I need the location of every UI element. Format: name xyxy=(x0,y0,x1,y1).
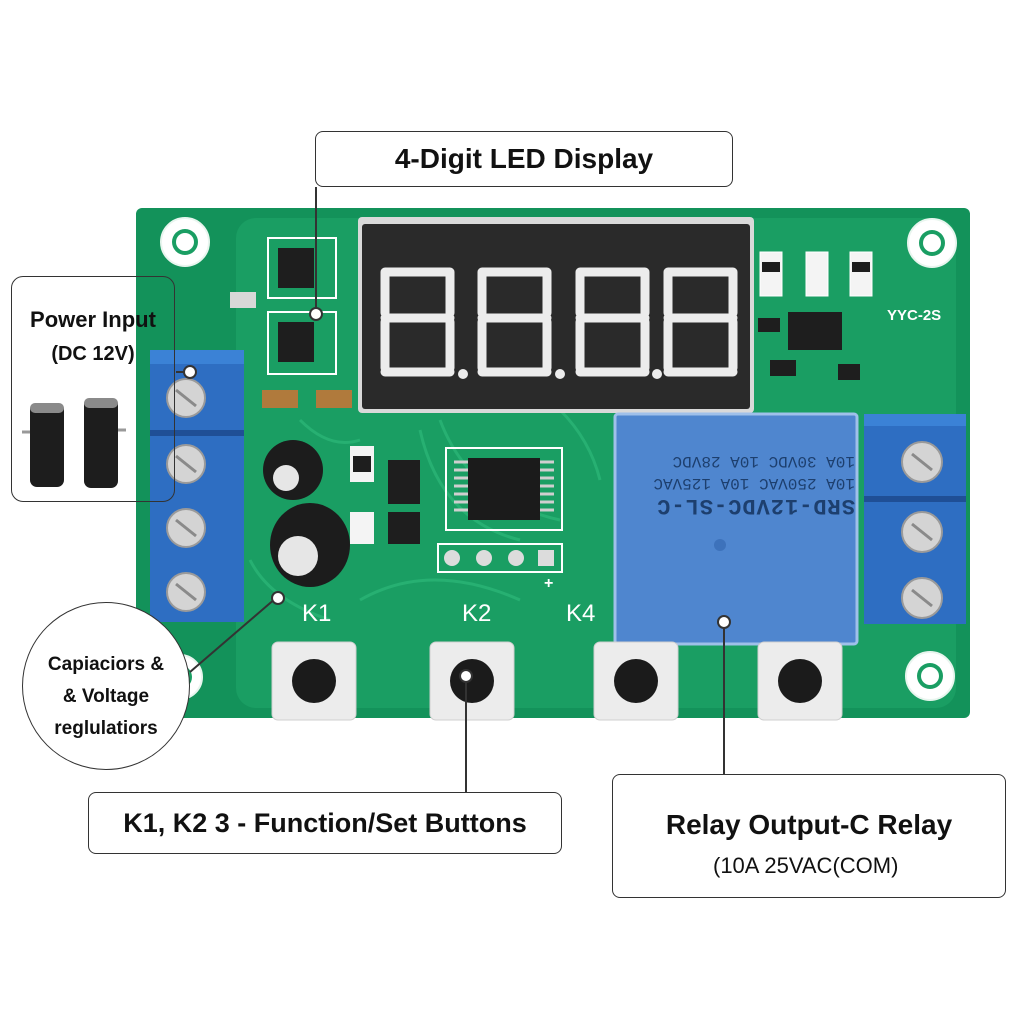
relay-model: SRD-12VDC-SL-C xyxy=(656,493,855,518)
callout-caps-line1: Capiaciors & xyxy=(47,654,165,675)
push-button-k2[interactable] xyxy=(429,641,515,721)
relay-rating-2: 10A 30VDC 10A 28VDC xyxy=(672,452,855,470)
callout-relay-line2: (10A 25VAC(COM) xyxy=(713,853,899,878)
capacitor-photo-2 xyxy=(84,398,126,488)
button-label-k4: K4 xyxy=(566,600,596,627)
callout-buttons: K1, K2 3 - Function/Set Buttons xyxy=(88,792,562,854)
header-pins xyxy=(437,543,563,573)
leader-endpoints xyxy=(183,307,731,683)
callout-power-input: Power Input (DC 12V) xyxy=(11,276,175,502)
led-display xyxy=(362,224,750,409)
relay-rating-1: 10A 250VAC 10A 125VAC xyxy=(653,474,855,492)
callout-relay-line1: Relay Output-C Relay xyxy=(665,809,953,840)
callout-leaders xyxy=(176,187,725,792)
callout-caps-line2: & Voltage xyxy=(62,686,150,707)
relay-marker xyxy=(714,539,726,551)
callout-led-display-text: 4-Digit LED Display xyxy=(394,143,654,174)
button-label-k1: K1 xyxy=(302,600,332,627)
callout-power-line2: (DC 12V) xyxy=(51,343,135,365)
header-plus-label: + xyxy=(544,575,554,592)
push-button-k3[interactable] xyxy=(593,641,679,721)
smd-components-center xyxy=(350,446,420,544)
callout-led-display: 4-Digit LED Display xyxy=(315,131,733,187)
relay-label: SRD-12VDC-SL-C 10A 250VAC 10A 125VAC 10A… xyxy=(615,450,855,518)
capacitor-large xyxy=(270,503,350,587)
capacitor-photo-1 xyxy=(22,403,64,487)
led-segment-digits xyxy=(380,267,738,377)
callout-capacitors-text: Capiaciors & & Voltage reglulatiors xyxy=(23,649,189,745)
push-button-k4[interactable] xyxy=(757,641,843,721)
callout-caps-line3: reglulatiors xyxy=(54,718,158,739)
smd-components-right xyxy=(758,251,873,380)
power-terminal-block xyxy=(150,350,244,622)
callout-power-line1: Power Input xyxy=(30,307,156,332)
button-label-k2: K2 xyxy=(462,600,492,627)
callout-relay-output: Relay Output-C Relay (10A 25VAC(COM) xyxy=(612,774,1006,898)
relay xyxy=(613,412,859,646)
relay-terminal-block xyxy=(864,414,966,624)
voltage-regulators xyxy=(230,237,352,408)
push-button-k1[interactable] xyxy=(271,641,357,721)
microcontroller-chip xyxy=(445,447,563,531)
board-id-label: YYC-2S xyxy=(887,307,942,324)
callout-capacitors: Capiaciors & & Voltage reglulatiors xyxy=(22,602,190,770)
callout-buttons-text: K1, K2 3 - Function/Set Buttons xyxy=(123,807,527,838)
capacitor-small xyxy=(263,440,323,500)
